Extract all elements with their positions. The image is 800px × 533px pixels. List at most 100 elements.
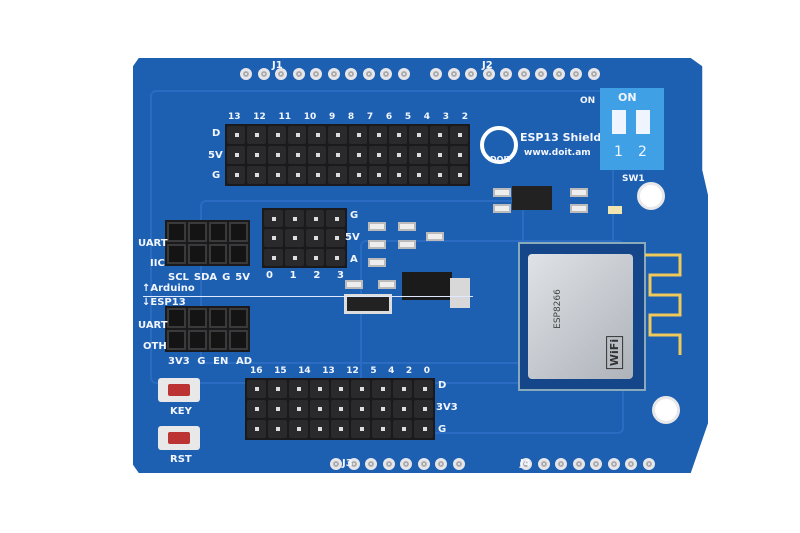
socket-hole[interactable] xyxy=(208,222,228,242)
header-pin[interactable] xyxy=(267,126,286,144)
header-pin[interactable] xyxy=(389,146,408,164)
socket-hole[interactable] xyxy=(187,308,207,328)
header-pin[interactable] xyxy=(267,380,287,398)
header-pin[interactable] xyxy=(267,166,286,184)
digital-pin-header[interactable] xyxy=(225,124,470,186)
header-pin[interactable] xyxy=(409,166,428,184)
header-pin[interactable] xyxy=(393,420,413,438)
key-button[interactable] xyxy=(158,378,200,402)
socket-hole[interactable] xyxy=(208,244,228,264)
header-pin[interactable] xyxy=(267,400,287,418)
header-pin[interactable] xyxy=(368,126,387,144)
header-pin[interactable] xyxy=(264,210,283,228)
socket-hole[interactable] xyxy=(167,308,186,328)
header-pin[interactable] xyxy=(227,166,246,184)
header-pin[interactable] xyxy=(368,166,387,184)
rst-button-cap[interactable] xyxy=(168,432,190,444)
socket-hole[interactable] xyxy=(229,222,248,242)
header-pin[interactable] xyxy=(288,400,308,418)
header-pin[interactable] xyxy=(326,210,345,228)
header-pin[interactable] xyxy=(284,210,304,228)
key-button-cap[interactable] xyxy=(168,384,190,396)
header-pin[interactable] xyxy=(247,420,266,438)
header-pin[interactable] xyxy=(393,380,413,398)
header-pin[interactable] xyxy=(284,248,304,266)
header-pin[interactable] xyxy=(308,166,327,184)
socket-hole[interactable] xyxy=(229,308,248,328)
header-pin[interactable] xyxy=(227,146,246,164)
header-pin[interactable] xyxy=(247,380,266,398)
header-pin[interactable] xyxy=(348,166,367,184)
header-pin[interactable] xyxy=(409,146,428,164)
socket-hole[interactable] xyxy=(187,330,207,350)
header-pin[interactable] xyxy=(429,126,448,144)
header-pin[interactable] xyxy=(328,166,347,184)
header-pin[interactable] xyxy=(330,400,350,418)
header-pin[interactable] xyxy=(351,420,371,438)
header-pin[interactable] xyxy=(330,380,350,398)
header-pin[interactable] xyxy=(409,126,428,144)
header-pin[interactable] xyxy=(351,380,371,398)
header-pin[interactable] xyxy=(305,210,325,228)
header-pin[interactable] xyxy=(372,380,392,398)
header-pin[interactable] xyxy=(287,146,306,164)
socket-hole[interactable] xyxy=(229,330,248,350)
header-pin[interactable] xyxy=(330,420,350,438)
rst-button[interactable] xyxy=(158,426,200,450)
header-pin[interactable] xyxy=(368,146,387,164)
header-pin[interactable] xyxy=(308,126,327,144)
header-pin[interactable] xyxy=(309,400,329,418)
uart-iic-socket[interactable] xyxy=(165,220,250,266)
socket-hole[interactable] xyxy=(208,330,228,350)
header-pin[interactable] xyxy=(267,420,287,438)
socket-hole[interactable] xyxy=(187,244,207,264)
header-pin[interactable] xyxy=(389,126,408,144)
header-pin[interactable] xyxy=(351,400,371,418)
socket-hole[interactable] xyxy=(229,244,248,264)
header-pin[interactable] xyxy=(372,420,392,438)
esp-pin-header[interactable] xyxy=(245,378,435,440)
header-pin[interactable] xyxy=(308,146,327,164)
header-pin[interactable] xyxy=(326,229,345,247)
header-pin[interactable] xyxy=(414,420,433,438)
header-pin[interactable] xyxy=(227,126,246,144)
dip-toggle-2[interactable] xyxy=(636,110,650,134)
header-pin[interactable] xyxy=(449,146,468,164)
header-pin[interactable] xyxy=(287,166,306,184)
header-pin[interactable] xyxy=(309,420,329,438)
header-pin[interactable] xyxy=(284,229,304,247)
header-pin[interactable] xyxy=(348,126,367,144)
socket-hole[interactable] xyxy=(167,330,186,350)
analog-pin-header[interactable] xyxy=(262,208,347,268)
dip-switch[interactable]: ON 1 2 xyxy=(600,88,664,170)
header-pin[interactable] xyxy=(247,166,266,184)
socket-hole[interactable] xyxy=(208,308,228,328)
header-pin[interactable] xyxy=(449,166,468,184)
header-pin[interactable] xyxy=(264,229,283,247)
header-pin[interactable] xyxy=(429,166,448,184)
socket-hole[interactable] xyxy=(167,244,186,264)
header-pin[interactable] xyxy=(305,248,325,266)
header-pin[interactable] xyxy=(288,380,308,398)
header-pin[interactable] xyxy=(372,400,392,418)
header-pin[interactable] xyxy=(247,126,266,144)
header-pin[interactable] xyxy=(288,420,308,438)
header-pin[interactable] xyxy=(247,400,266,418)
header-pin[interactable] xyxy=(414,400,433,418)
header-pin[interactable] xyxy=(328,146,347,164)
header-pin[interactable] xyxy=(389,166,408,184)
header-pin[interactable] xyxy=(414,380,433,398)
header-pin[interactable] xyxy=(429,146,448,164)
dip-toggle-1[interactable] xyxy=(612,110,626,134)
header-pin[interactable] xyxy=(287,126,306,144)
header-pin[interactable] xyxy=(305,229,325,247)
uart-oth-socket[interactable] xyxy=(165,306,250,352)
header-pin[interactable] xyxy=(309,380,329,398)
header-pin[interactable] xyxy=(348,146,367,164)
socket-hole[interactable] xyxy=(167,222,186,242)
header-pin[interactable] xyxy=(328,126,347,144)
header-pin[interactable] xyxy=(449,126,468,144)
header-pin[interactable] xyxy=(267,146,286,164)
header-pin[interactable] xyxy=(326,248,345,266)
socket-hole[interactable] xyxy=(187,222,207,242)
